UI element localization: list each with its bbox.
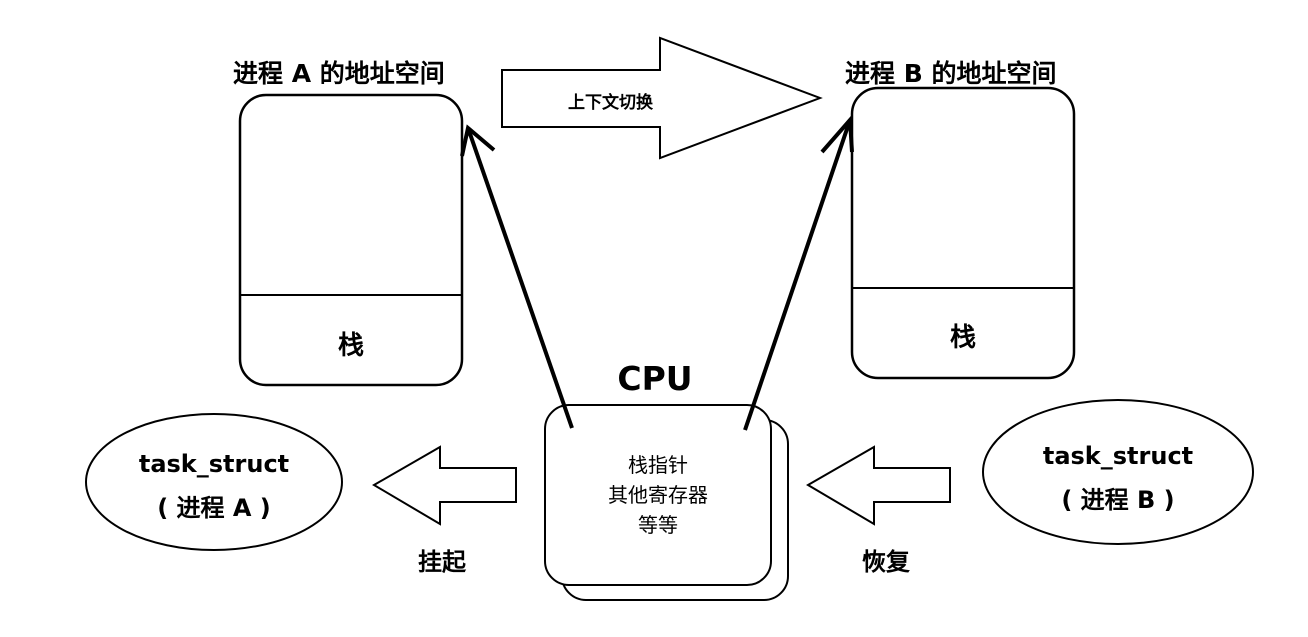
cpu-line-stack-pointer: 栈指针: [628, 453, 688, 477]
task-struct-b-name: task_struct: [1043, 442, 1193, 470]
process-a-address-space: [238, 93, 464, 387]
process-a-stack-label: 栈: [338, 331, 364, 361]
cpu-title: CPU: [617, 359, 692, 398]
suspend-label: 挂起: [418, 548, 467, 576]
cpu-to-process-b-line: [743, 119, 852, 431]
cpu-to-process-a-line: [466, 127, 574, 429]
task-struct-a-name: task_struct: [139, 450, 289, 478]
process-b-address-space: [850, 86, 1076, 380]
context-switch-label: 上下文切换: [568, 92, 654, 113]
task-struct-b-sub: ( 进程 B ): [1061, 486, 1174, 514]
task-struct-b: [982, 399, 1254, 545]
process-a-title: 进程 A 的地址空间: [233, 59, 445, 88]
cpu-line-other-registers: 其他寄存器: [608, 483, 708, 507]
resume-arrow: [806, 445, 951, 526]
resume-label: 恢复: [862, 548, 911, 576]
process-b-title: 进程 B 的地址空间: [845, 59, 1056, 88]
cpu-box: [544, 404, 772, 586]
task-struct-a-sub: ( 进程 A ): [157, 494, 271, 522]
suspend-arrow: [372, 445, 517, 526]
process-b-stack-label: 栈: [950, 323, 976, 353]
cpu-to-process-b-arrowhead: [820, 115, 854, 154]
cpu-line-etc: 等等: [638, 513, 678, 537]
context-switch-arrow: [501, 36, 823, 160]
task-struct-a: [85, 413, 343, 551]
cpu-to-process-a-arrowhead: [460, 124, 496, 157]
